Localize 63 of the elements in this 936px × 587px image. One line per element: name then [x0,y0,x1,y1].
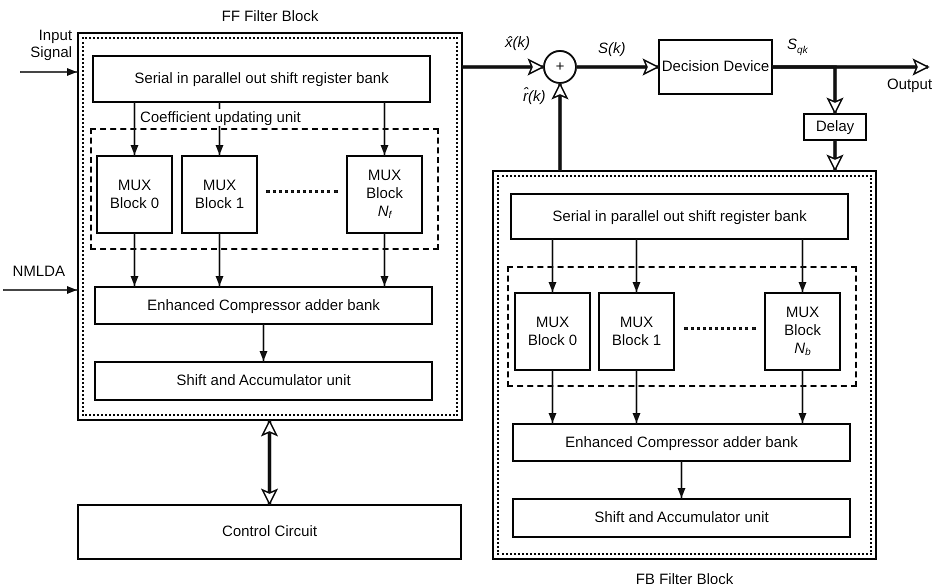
arrow [380,103,388,155]
signal-label: Input Signal [20,27,72,65]
box-label: Decision Device [662,58,770,76]
process-box [96,155,173,234]
process-box [94,286,433,325]
box-label: Enhanced Compressor adder bank [565,434,798,452]
unit-group-box [507,266,857,387]
process-box [77,504,462,560]
box-label: MUX Block N$_{f}$ [365,167,404,222]
arrow [130,103,138,155]
arrow [548,371,556,423]
arrow [262,420,278,505]
process-box [94,361,433,401]
arrow [773,65,843,114]
arrow [678,462,686,498]
process-box [92,55,431,103]
process-box [803,113,867,141]
arrow [130,234,138,286]
block-title: Coefficient updating unit [138,109,303,126]
arrow [798,240,806,292]
box-label: Shift and Accumulator unit [176,372,351,390]
arrow [632,240,640,292]
edge-label: S(k) [597,40,626,57]
arrow [260,325,268,361]
signal-label: Output [876,76,932,94]
box-label: MUX Block 0 [110,176,160,212]
process-box [510,193,849,240]
process-box [514,292,591,371]
box-label: Serial in parallel out shift register bank [552,208,807,226]
box-label: Shift and Accumulator unit [594,509,769,527]
arrow [380,234,388,286]
arrow [577,59,659,75]
process-box [598,292,675,371]
edge-label: r̂(k) [522,88,546,105]
box-label: MUX Block N$_{b}$ [783,304,822,359]
arrow [827,141,843,171]
box-label: Serial in parallel out shift register bank [134,70,389,88]
arrow [216,234,224,286]
summing-junction [543,50,577,84]
arrow [632,371,640,423]
process-box [512,423,851,462]
arrow [3,286,77,294]
box-label: MUX Block 0 [528,314,578,350]
arrow [463,59,544,75]
box-label: MUX Block 1 [194,176,244,212]
signal-label: NMLDA [3,263,65,283]
box-label: Delay [816,118,854,136]
process-box [512,498,851,538]
process-box [658,39,773,95]
arrow [552,83,568,170]
box-label: Control Circuit [222,523,318,541]
block-title: FB Filter Block [636,571,734,587]
process-box [346,155,423,234]
arrow [548,240,556,292]
arrow [798,371,806,423]
box-label: + [556,58,564,76]
edge-label: x̂(k) [504,34,531,51]
arrow [20,68,77,76]
process-box [764,292,841,371]
box-label: Enhanced Compressor adder bank [147,296,380,314]
process-box [181,155,258,234]
edge-label: S$_{qk}$ [786,36,809,56]
box-label: MUX Block 1 [612,314,662,350]
